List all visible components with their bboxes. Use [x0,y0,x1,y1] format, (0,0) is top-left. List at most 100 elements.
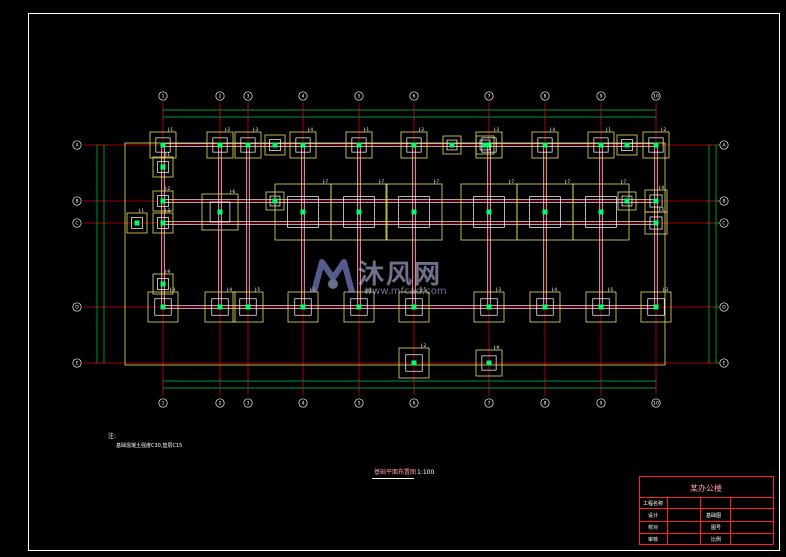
axis-bubble-bottom-6-label: 6 [413,401,416,407]
axis-bubble-bottom-7-label: 7 [488,401,491,407]
axis-bubble-top-8-circle [540,91,550,101]
column [160,281,166,287]
axis-bubble-top-10-circle [651,91,661,101]
footing-label: J-3 [252,127,258,132]
footing-outer [264,134,286,156]
axis-bubble-right-B-circle [719,196,729,206]
axis-bubble-left-C: C [72,218,82,228]
column [486,304,492,310]
column [598,304,604,310]
footing [616,134,638,156]
footing: J-5 [585,287,617,323]
footing-label: J-2 [660,127,666,132]
footing-label: J-1 [167,127,173,132]
footing-label: J-3 [493,127,499,132]
footing-pier [157,217,169,229]
column [653,142,659,148]
axis-bubble-left-B-label: B [75,199,78,205]
footing-pier [405,298,423,316]
axis-bubble-left-C-label: C [75,221,78,227]
column [217,142,223,148]
axis-bubble-bottom-3-circle [243,398,253,408]
column [486,142,492,148]
tb-review-label: 审核 [648,537,659,543]
axis-bubble-top-1-circle [158,91,168,101]
footing-outer [206,131,234,159]
footing-outer [152,190,174,212]
footing-pier [398,196,430,228]
footing-label: J-5 [658,207,664,212]
column [411,360,417,366]
column [245,304,251,310]
footing-label: J-4 [551,287,557,292]
footing-label: J-4 [658,185,664,190]
footing-outer [152,156,174,178]
footing-label: J-1 [138,208,144,213]
axis-bubble-bottom-2-circle [215,398,225,408]
footing-label: J-2 [224,127,230,132]
drawing-frame [28,13,780,551]
column [542,209,548,215]
footing-pier [649,194,663,208]
column [300,142,306,148]
footing-outer [287,291,319,323]
footing-pier [154,298,172,316]
tb-drawing-name: 基础图 [706,513,722,519]
column [653,198,659,204]
footing-label: J-5 [607,287,613,292]
axis-bubble-bottom-4: 4 [298,398,308,408]
axis-bubble-top-9-circle [596,91,606,101]
column [542,142,548,148]
footing-label: J-4 [307,127,313,132]
footing: J-9 [475,345,503,377]
notes-heading: 注: [108,433,117,440]
axis-bubble-bottom-3: 3 [243,398,253,408]
column [411,304,417,310]
watermark-brand: 沐风网 [358,260,443,290]
footing-outer [475,349,503,377]
footing-label: J-4 [365,287,371,292]
axis-bubble-right-D: D [719,302,729,312]
axis-bubble-left-D-label: D [75,305,79,311]
column [482,142,488,148]
footing-pier [592,298,610,316]
footing-pier [593,137,609,153]
footing: J-2 [152,186,174,212]
column [217,209,223,215]
footing-pier [621,195,633,207]
footing-outer [265,191,285,211]
footing [442,135,462,155]
footing-pier [287,196,319,228]
footing-pier [211,298,229,316]
footing-label: J-4 [226,287,232,292]
axis-bubble-bottom-5: 5 [354,398,364,408]
axis-bubble-bottom-1: 1 [158,398,168,408]
axis-bubble-left-B-circle [72,196,82,206]
footing-pier [131,217,143,229]
footing [264,134,286,156]
footing-outer [398,347,430,379]
footing: J-4 [343,287,375,323]
axis-bubble-right-C-circle [719,218,729,228]
axis-bubble-bottom-6: 6 [409,398,419,408]
footing-outer [126,212,148,234]
axis-bubble-top-4: 4 [298,91,308,101]
footing-label: J-9 [493,345,499,350]
axis-bubble-bottom-7: 7 [484,398,494,408]
axis-bubble-bottom-3-label: 3 [247,401,250,407]
footing: J-3 [234,127,262,159]
plan-scale: 1:100 [417,469,435,476]
axis-bubble-left-C-circle [72,218,82,228]
footing-pier [157,195,169,207]
column [245,142,251,148]
footing-outer [585,291,617,323]
column [486,209,492,215]
footing-pier [446,139,458,151]
footing-outer [204,291,236,323]
column [356,304,362,310]
tb-scale-label: 比例 [711,537,722,543]
title-block [639,476,774,545]
notes-line-1: 基础混凝土强度C30,垫层C15 [116,443,183,449]
column [411,209,417,215]
axis-bubble-top-5-circle [354,91,364,101]
